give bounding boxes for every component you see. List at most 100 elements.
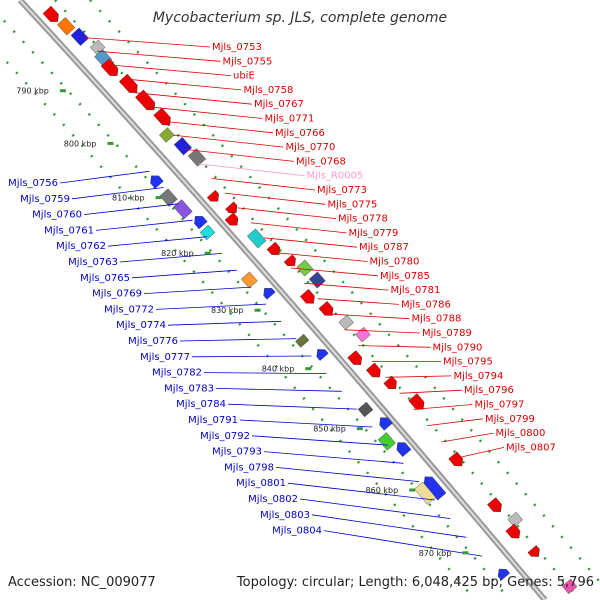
gene-label-mjls_0795[interactable]: Mjls_0795 <box>443 357 493 368</box>
gene-label-mjls_0771[interactable]: Mjls_0771 <box>265 114 315 125</box>
feature-21 <box>247 228 267 249</box>
feature-40 <box>377 432 396 451</box>
gene-label-mjls_0763[interactable]: Mjls_0763 <box>68 257 118 268</box>
gene-label-mjls_0794[interactable]: Mjls_0794 <box>454 371 504 382</box>
gene-label-mjls_0759[interactable]: Mjls_0759 <box>20 194 70 205</box>
feature-13 <box>150 175 164 189</box>
gene-label-mjls_0755[interactable]: Mjls_0755 <box>223 56 273 67</box>
gene-label-mjls_0796[interactable]: Mjls_0796 <box>464 385 514 396</box>
gene-label-mjls_0774[interactable]: Mjls_0774 <box>116 320 166 331</box>
gene-label-mjls_0761[interactable]: Mjls_0761 <box>44 225 94 236</box>
leader-line <box>299 498 451 519</box>
gene-label-mjls_0778[interactable]: Mjls_0778 <box>338 214 388 225</box>
feature-19 <box>225 201 238 214</box>
feature-41 <box>396 442 412 457</box>
leader-line <box>95 219 193 231</box>
leader-line <box>311 514 467 538</box>
label-leaders <box>59 37 505 557</box>
feature-27 <box>263 288 276 300</box>
feature-10 <box>159 127 175 143</box>
gene-label-mjls_0797[interactable]: Mjls_0797 <box>475 400 525 411</box>
gene-label-mjls_0781[interactable]: Mjls_0781 <box>391 285 441 296</box>
gene-label-mjls_0783[interactable]: Mjls_0783 <box>164 383 214 394</box>
feature-44 <box>414 481 436 505</box>
gene-label-mjls_0793[interactable]: Mjls_0793 <box>212 447 262 458</box>
kbp-label-9: 870 kbp <box>419 549 452 558</box>
gene-label-mjls_0756[interactable]: Mjls_0756 <box>8 178 58 189</box>
gene-label-mjls_0766[interactable]: Mjls_0766 <box>275 128 325 139</box>
gene-label-mjls_0800[interactable]: Mjls_0800 <box>496 428 546 439</box>
feature-15 <box>173 199 193 220</box>
leader-line <box>185 149 295 162</box>
gene-label-mjls_0803[interactable]: Mjls_0803 <box>260 510 310 521</box>
gene-label-mjls_0753[interactable]: Mjls_0753 <box>212 42 262 53</box>
leader-line <box>155 303 267 310</box>
leader-line <box>143 286 252 294</box>
gene-label-mjls_0775[interactable]: Mjls_0775 <box>328 199 378 210</box>
feature-26 <box>240 271 258 289</box>
feature-22 <box>266 241 281 255</box>
gene-label-mjls_0799[interactable]: Mjls_0799 <box>485 414 535 425</box>
feature-50 <box>561 578 578 595</box>
leader-line <box>167 320 282 326</box>
leader-line <box>251 435 388 446</box>
gene-label-mjls_0768[interactable]: Mjls_0768 <box>296 156 346 167</box>
gene-label-mjls_0784[interactable]: Mjls_0784 <box>176 399 226 410</box>
gene-label-mjls_0801[interactable]: Mjls_0801 <box>236 478 286 489</box>
gene-label-mjls_0782[interactable]: Mjls_0782 <box>152 368 202 379</box>
leader-line <box>147 106 263 119</box>
gene-label-mjls_0785[interactable]: Mjls_0785 <box>380 271 430 282</box>
leader-line <box>358 345 431 348</box>
topology-text: Topology: circular; Length: 6,048,425 bp… <box>236 575 594 590</box>
leader-line <box>275 467 420 482</box>
kbp-label-7: 850 kbp <box>313 425 346 434</box>
feature-14 <box>159 188 178 207</box>
feature-18 <box>206 189 219 202</box>
gene-label-mjls_0798[interactable]: Mjls_0798 <box>224 462 274 473</box>
gene-label-mjls_0770[interactable]: Mjls_0770 <box>286 142 336 153</box>
gene-label-mjls_0769[interactable]: Mjls_0769 <box>92 289 142 300</box>
leader-line <box>179 338 297 342</box>
gene-label-mjls_0802[interactable]: Mjls_0802 <box>248 494 298 505</box>
feature-36 <box>383 375 397 390</box>
gene-label-mjls_0779[interactable]: Mjls_0779 <box>349 228 399 239</box>
leader-line <box>290 267 379 277</box>
gene-label-mjls_r0005[interactable]: Mjls_R0005 <box>307 171 364 182</box>
feature-39 <box>379 417 393 431</box>
leader-line <box>172 134 284 148</box>
leader-line <box>331 313 410 320</box>
gene-label-mjls_0780[interactable]: Mjls_0780 <box>370 257 420 268</box>
gene-label-mjls_0760[interactable]: Mjls_0760 <box>32 210 82 221</box>
gene-label-mjls_0789[interactable]: Mjls_0789 <box>422 328 472 339</box>
gene-label-mjls_0807[interactable]: Mjls_0807 <box>506 442 556 453</box>
feature-33 <box>316 349 329 361</box>
feature-6 <box>100 58 119 76</box>
kbp-tick-5 <box>254 308 261 312</box>
leader-line <box>385 375 452 378</box>
leader-line <box>287 482 435 501</box>
gene-label-mjls_0776[interactable]: Mjls_0776 <box>128 336 178 347</box>
gene-label-mjls_0792[interactable]: Mjls_0792 <box>200 431 250 442</box>
kbp-tick-9 <box>462 551 469 555</box>
leader-line <box>71 187 164 200</box>
genome-backbone <box>17 0 548 600</box>
gene-label-mjls_0765[interactable]: Mjls_0765 <box>80 273 130 284</box>
gene-label-mjls_0767[interactable]: Mjls_0767 <box>254 99 304 110</box>
leader-line <box>203 372 327 374</box>
gene-label-mjls_0790[interactable]: Mjls_0790 <box>433 342 483 353</box>
leader-line <box>224 192 326 205</box>
gene-label-mjls_0772[interactable]: Mjls_0772 <box>104 304 154 315</box>
gene-label-mjls_0786[interactable]: Mjls_0786 <box>401 299 451 310</box>
gene-label-mjls_0777[interactable]: Mjls_0777 <box>140 352 190 363</box>
gene-label-mjls_0791[interactable]: Mjls_0791 <box>188 415 238 426</box>
kbp-tick-8 <box>409 488 416 492</box>
gene-label-mjls_0758[interactable]: Mjls_0758 <box>244 85 294 96</box>
gene-label-ubie[interactable]: ubiE <box>233 71 255 82</box>
gene-label-mjls_0788[interactable]: Mjls_0788 <box>412 314 462 325</box>
kbp-label-8: 860 kbp <box>366 486 399 495</box>
gene-label-mjls_0762[interactable]: Mjls_0762 <box>56 241 106 252</box>
gene-label-mjls_0773[interactable]: Mjls_0773 <box>317 185 367 196</box>
gene-label-mjls_0804[interactable]: Mjls_0804 <box>272 526 322 537</box>
gene-label-mjls_0787[interactable]: Mjls_0787 <box>359 242 409 253</box>
